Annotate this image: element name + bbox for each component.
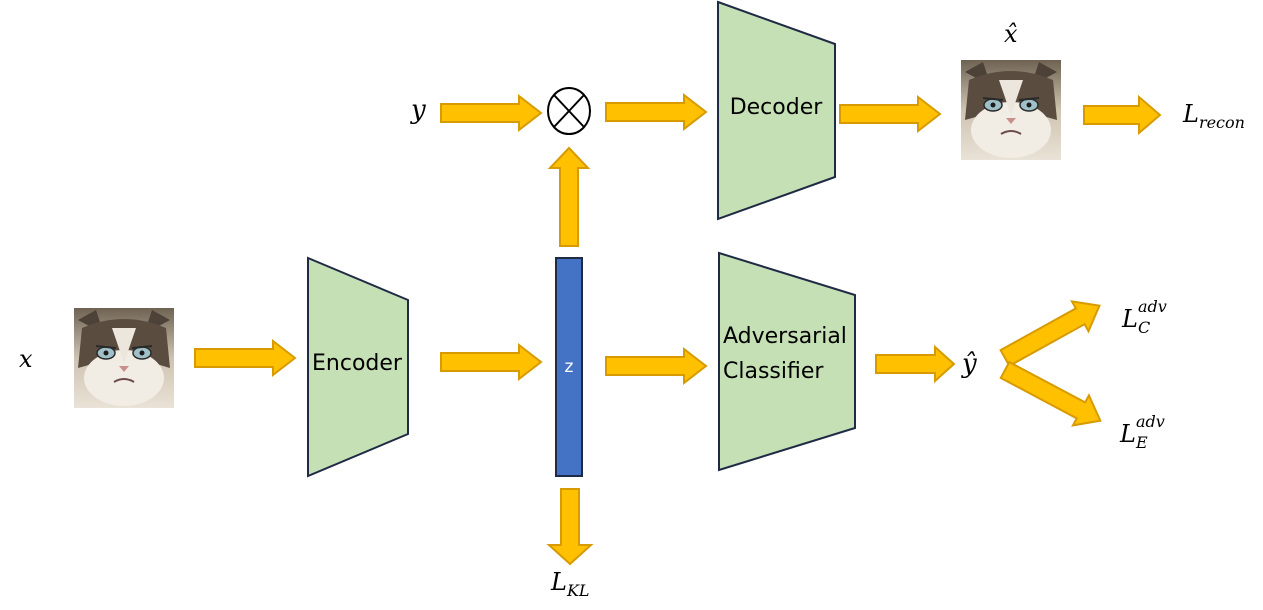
arrow-z-to-multiply bbox=[547, 146, 591, 247]
latent-z-bar bbox=[555, 257, 583, 477]
arrow-classifier-to-y-hat bbox=[875, 344, 956, 384]
decoder-label: Decoder bbox=[730, 95, 824, 120]
loss-recon-label: Lrecon bbox=[1182, 100, 1245, 132]
arrow-y-to-multiply bbox=[440, 93, 543, 133]
input-x-label: x bbox=[19, 345, 33, 373]
input-cat-image bbox=[73, 307, 175, 409]
arrow-input-to-encoder bbox=[194, 338, 297, 378]
loss-classifier-adv-label: L C adv bbox=[1121, 297, 1167, 339]
arrow-y-hat-to-lc bbox=[999, 300, 1101, 368]
decoder-block bbox=[717, 0, 836, 221]
arrow-y-hat-to-le bbox=[999, 360, 1102, 427]
arrow-z-to-classifier bbox=[605, 346, 708, 386]
prediction-y-hat-label: ŷ bbox=[961, 349, 977, 379]
adversarial-classifier-label-line2: Classifier bbox=[723, 359, 824, 384]
latent-z-label: z bbox=[565, 357, 574, 377]
encoder-label: Encoder bbox=[312, 351, 403, 376]
arrow-z-to-lkl bbox=[546, 488, 594, 566]
condition-y-label: y bbox=[410, 95, 426, 125]
reconstruction-x-hat-label: x̂ bbox=[1004, 20, 1018, 48]
loss-encoder-adv-label: L E adv bbox=[1119, 412, 1165, 454]
adversarial-classifier-block bbox=[718, 251, 856, 472]
loss-kl-label: LKL bbox=[550, 568, 590, 600]
arrow-output-to-lrecon bbox=[1083, 94, 1162, 136]
encoder-block bbox=[307, 256, 409, 478]
arrow-decoder-to-output bbox=[839, 94, 942, 134]
output-cat-image bbox=[960, 59, 1062, 161]
arrow-encoder-to-z bbox=[440, 342, 543, 382]
adversarial-classifier-label-line1: Adversarial bbox=[723, 324, 847, 349]
circled-times-icon bbox=[547, 87, 591, 135]
arrow-multiply-to-decoder bbox=[605, 92, 708, 132]
